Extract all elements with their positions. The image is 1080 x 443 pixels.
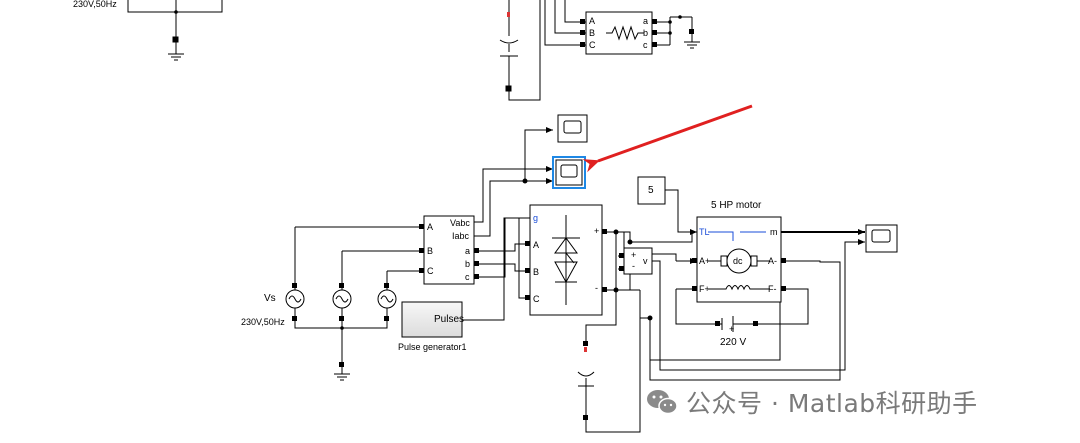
bridge-port-a: A [533,240,540,250]
port-markers [292,19,786,420]
voltmeter-plus-label: + [631,250,637,260]
wechat-icon [647,390,678,415]
field-supply-plus: + [729,324,735,334]
scope-selected [552,156,586,189]
motor-armature-label: dc [733,256,743,266]
motor-a-minus-label: A- [768,256,777,266]
voltmeter-out-label: v [643,256,648,266]
motor-tl-label: TL [699,227,710,237]
top-source-wiring [127,0,223,44]
top-load-port-b-out: b [643,28,649,38]
top-load-port-c-out: c [643,40,648,50]
pulse-gen-port-label[interactable]: Pulses [434,314,465,325]
measurement-iabc-label: Iabc [452,231,470,241]
watermark: 公众号 · Matlab科研助手 [646,386,978,418]
constant-value[interactable]: 5 [648,185,654,196]
measurement-vabc-label: Vabc [450,218,470,228]
measurement-out-a: a [465,246,471,256]
measurement-out-b: b [465,259,471,269]
top-load-block [585,11,653,55]
pulse-gen-name-label: Pulse generator1 [398,342,467,352]
source-freq-label: 230V,50Hz [241,317,285,327]
motor-f-minus-label: F- [768,284,777,294]
measurement-in-b: B [427,246,434,256]
top-load-port-a: A [589,16,596,26]
scope-right [865,224,898,253]
top-source-freq-label: 230V,50Hz [73,0,117,9]
bridge-minus-label: - [595,283,598,293]
scope-upper [557,114,588,143]
source-name-label: Vs [264,293,276,304]
field-supply-label: 220 V [720,337,747,348]
motor-a-plus-label: A+ [699,256,711,266]
voltmeter-minus-label: - [632,261,635,271]
bridge-gate-label: g [533,213,539,223]
measurement-to-bridge [474,217,530,299]
annotation-arrow [582,104,753,173]
motor-f-plus-label: F+ [699,284,710,294]
constant-block [637,176,692,233]
top-load-port-c: C [589,40,596,50]
thyristor-bridge-block [529,204,603,316]
bridge-port-b: B [533,267,540,277]
vi-measurement-block [423,215,475,285]
bridge-plus-label: + [594,226,600,236]
dc-motor-block [696,216,782,303]
pulse-generator-block [401,217,530,338]
source-wiring [285,226,424,381]
measurement-to-scopes [474,127,553,237]
voltmeter-block [623,239,865,371]
measurement-out-c: c [465,272,470,282]
top-load-port-a-out: a [643,16,649,26]
watermark-text: 公众号 · Matlab科研助手 [686,389,978,418]
bridge-port-c: C [533,294,540,304]
measurement-in-c: C [427,266,434,276]
motor-title: 5 HP motor [711,200,762,211]
ground-top-left [168,44,184,61]
top-middle-wiring [499,0,586,101]
measurement-in-a: A [427,222,434,232]
motor-m-label: m [770,227,778,237]
top-load-port-b: B [589,28,596,38]
